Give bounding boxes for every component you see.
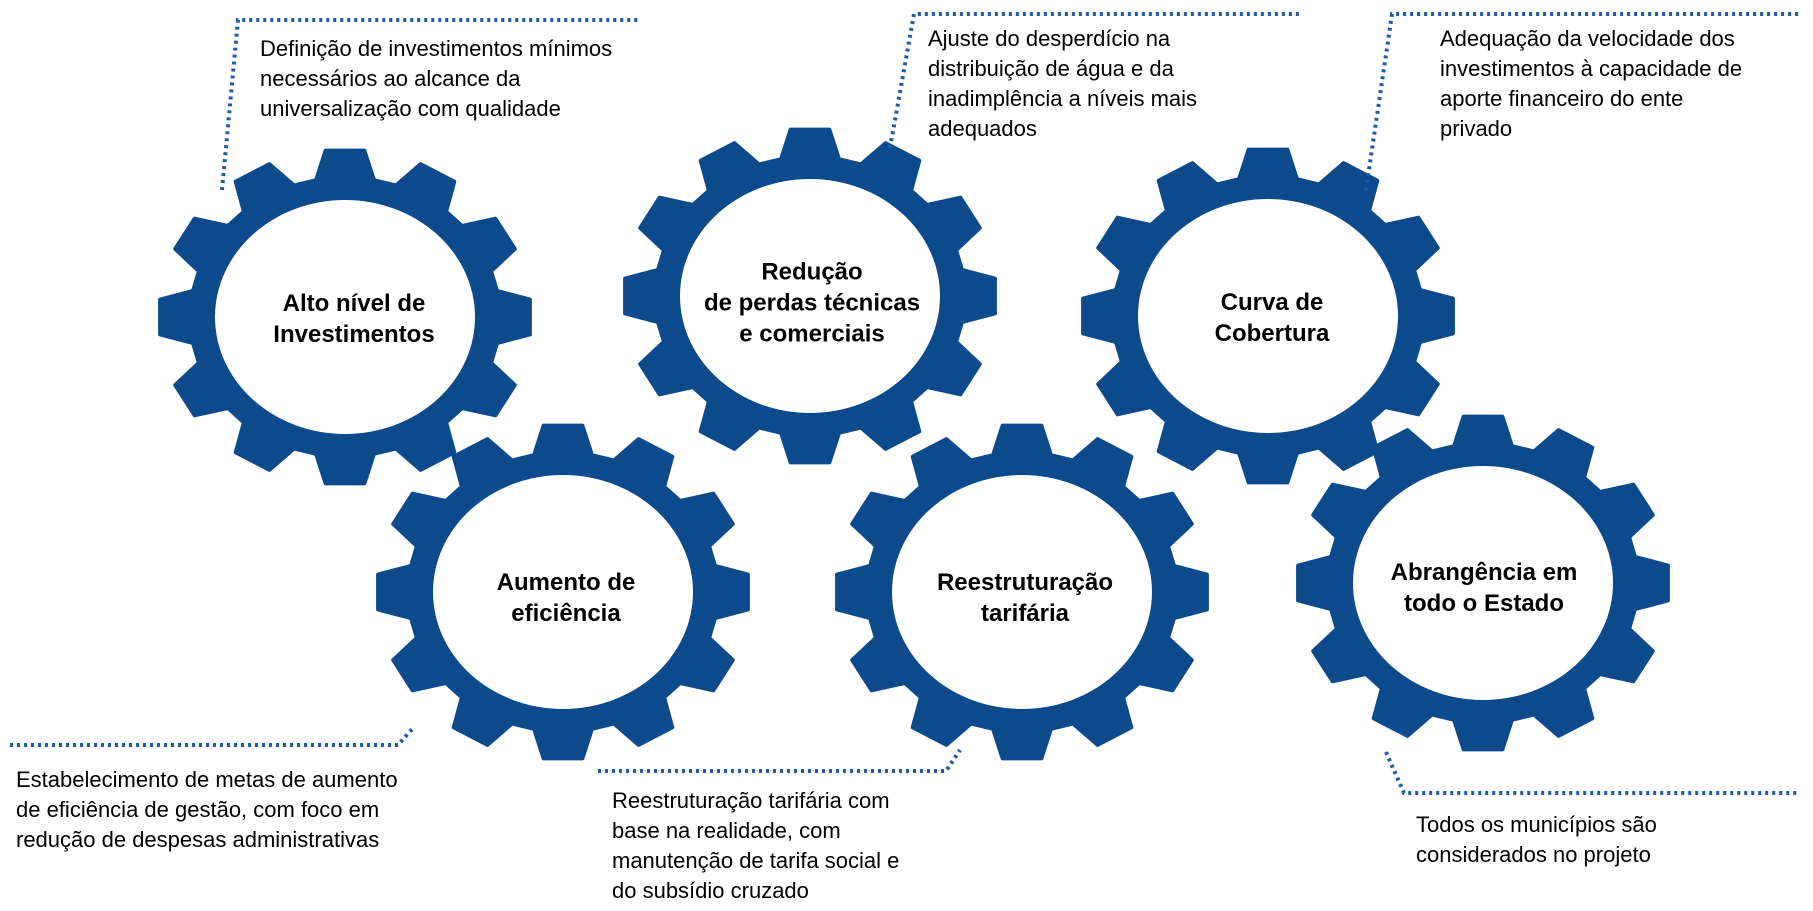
gear-curva-cobertura bbox=[1081, 147, 1455, 485]
gear-center bbox=[1353, 466, 1613, 700]
leader-line-reducao-perdas bbox=[888, 12, 1300, 149]
note-aumento-eficiencia: Estabelecimento de metas de aumento de e… bbox=[16, 767, 398, 852]
note-alto-nivel-investimentos: Definição de investimentos mínimos neces… bbox=[260, 36, 613, 121]
note-reducao-perdas: Ajuste do desperdício na distribuição de… bbox=[928, 26, 1198, 141]
gear-center bbox=[892, 475, 1152, 709]
gear-center bbox=[215, 200, 475, 434]
leader-line-alto-nivel-investimentos bbox=[220, 18, 640, 191]
gear-label-alto-nivel-investimentos: Alto nível de Investimentos bbox=[273, 290, 435, 348]
note-abrangencia-estado: Todos os municípios são considerados no … bbox=[1416, 812, 1657, 867]
note-reestruturacao-tarifaria: Reestruturação tarifária com base na rea… bbox=[612, 788, 900, 903]
gear-label-abrangencia-estado: Abrangência em todo o Estado bbox=[1390, 559, 1578, 617]
gear-alto-nivel-investimentos bbox=[158, 148, 532, 486]
leader-line-aumento-eficiencia bbox=[10, 725, 416, 747]
note-curva-cobertura: Adequação da velocidade dos investimento… bbox=[1440, 26, 1743, 141]
gear-reestruturacao-tarifaria bbox=[835, 423, 1209, 761]
leader-line-reestruturacao-tarifaria bbox=[598, 748, 962, 773]
gear-center bbox=[680, 179, 940, 413]
gear-reducao-perdas bbox=[623, 127, 997, 465]
gear-label-reestruturacao-tarifaria: Reestruturação tarifária bbox=[936, 569, 1114, 627]
gear-aumento-eficiencia bbox=[376, 423, 750, 761]
gear-abrangencia-estado bbox=[1296, 414, 1670, 752]
leader-line-curva-cobertura bbox=[1364, 12, 1800, 191]
gear-center bbox=[433, 475, 693, 709]
gear-label-reducao-perdas: Redução de perdas técnicas e comerciais bbox=[703, 258, 921, 348]
gear-center bbox=[1138, 199, 1398, 433]
leader-line-abrangencia-estado bbox=[1384, 751, 1800, 795]
gear-label-curva-cobertura: Curva de Cobertura bbox=[1214, 289, 1330, 347]
gear-label-aumento-eficiencia: Aumento de eficiência bbox=[496, 569, 636, 627]
